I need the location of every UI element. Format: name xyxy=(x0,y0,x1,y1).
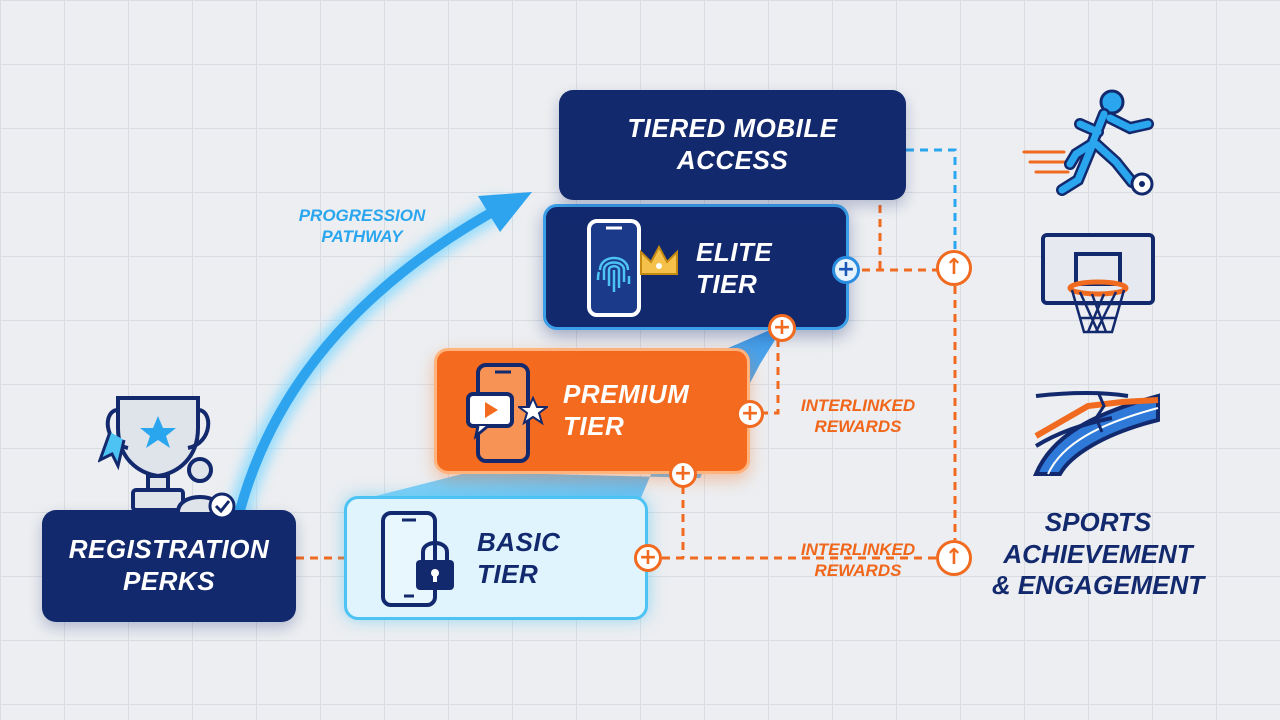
sports-line3: & ENGAGEMENT xyxy=(991,570,1205,601)
progression-arrowhead xyxy=(478,192,532,232)
trophy-icon xyxy=(98,396,211,512)
interlinked-rewards-label-upper: INTERLINKED REWARDS xyxy=(778,396,938,437)
plus-icon: + xyxy=(736,400,764,428)
sports-line2: ACHIEVEMENT xyxy=(1003,538,1193,569)
basic-tier-line1: BASIC xyxy=(477,527,561,557)
registration-perks-box: REGISTRATION PERKS xyxy=(42,510,296,622)
plus-icon: + xyxy=(832,256,860,284)
arrow-up-icon: ↑ xyxy=(936,250,972,286)
phone-lock-icon xyxy=(381,511,454,607)
premium-tier-line2: TIER xyxy=(563,410,625,441)
sports-achievement-label: SPORTS ACHIEVEMENT & ENGAGEMENT xyxy=(968,507,1228,602)
plus-icon: + xyxy=(634,544,662,572)
elite-tier-line1: ELITE xyxy=(696,237,773,267)
interlinked-upper-line1: INTERLINKED xyxy=(800,396,916,415)
interlinked-upper-line2: REWARDS xyxy=(814,416,902,436)
premium-tier-line1: PREMIUM xyxy=(563,379,690,409)
user-check-icon xyxy=(176,457,236,520)
running-track-icon xyxy=(1032,391,1160,476)
phone-fingerprint-icon xyxy=(587,219,641,317)
top-line2: ACCESS xyxy=(676,145,789,175)
progression-line2: PATHWAY xyxy=(321,226,403,246)
interlinked-lower-line1: INTERLINKED xyxy=(800,540,916,559)
crown-icon xyxy=(640,244,678,275)
progression-line1: PROGRESSION xyxy=(298,206,426,225)
access-link xyxy=(906,148,957,250)
elite-tier-line2: TIER xyxy=(696,268,758,299)
basic-tier-line2: TIER xyxy=(477,558,539,589)
phone-video-icon xyxy=(466,363,530,463)
progression-arrow xyxy=(230,200,510,535)
interlinked-lower-line2: REWARDS xyxy=(814,560,902,580)
registration-line1: REGISTRATION xyxy=(68,534,270,565)
basketball-hoop-icon xyxy=(1041,233,1155,334)
star-icon xyxy=(518,396,548,426)
progression-pathway-label: PROGRESSION PATHWAY xyxy=(262,206,462,247)
top-line1: TIERED MOBILE xyxy=(627,113,838,144)
arrow-up-icon: ↑ xyxy=(936,540,972,576)
sports-line1: SPORTS xyxy=(1044,507,1152,537)
soccer-player-icon xyxy=(1022,89,1154,196)
plus-icon: + xyxy=(768,314,796,342)
interlinked-rewards-label-lower: INTERLINKED REWARDS xyxy=(778,540,938,581)
plus-icon: + xyxy=(669,460,697,488)
registration-line2: PERKS xyxy=(122,566,216,596)
tiered-mobile-access-box: TIERED MOBILE ACCESS xyxy=(559,90,906,200)
